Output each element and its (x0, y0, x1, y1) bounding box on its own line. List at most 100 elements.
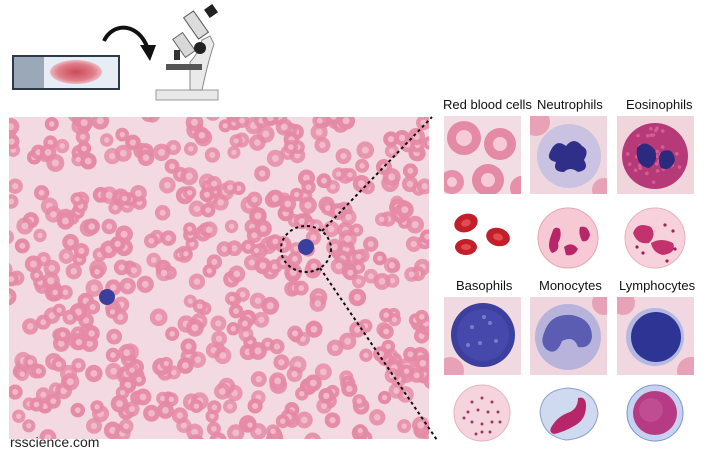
red-blood-cell (301, 179, 316, 195)
micrograph-monocyte (530, 297, 607, 375)
red-blood-cell (155, 264, 173, 282)
red-blood-cell (207, 400, 222, 415)
red-blood-cell (254, 165, 271, 182)
red-blood-cell (238, 326, 254, 342)
illustration-eosinophil (617, 203, 694, 273)
red-blood-cell (56, 212, 75, 230)
red-blood-cell (228, 303, 244, 319)
red-blood-cell (343, 168, 357, 182)
label-neutrophils: Neutrophils (537, 97, 603, 112)
red-blood-cell (85, 299, 101, 315)
red-blood-cell (12, 409, 26, 423)
red-blood-cell (152, 143, 171, 162)
red-blood-cell (335, 148, 352, 165)
red-blood-cell (318, 388, 335, 404)
red-blood-cell (268, 234, 283, 249)
red-blood-cell (293, 280, 309, 296)
red-blood-cell (339, 332, 357, 350)
red-blood-cell (287, 251, 303, 267)
red-blood-cell (222, 399, 238, 414)
red-blood-cell (186, 318, 204, 337)
red-blood-cell (377, 390, 392, 405)
red-blood-cell (383, 257, 400, 274)
red-blood-cell (146, 252, 162, 268)
red-blood-cell (273, 354, 290, 371)
red-blood-cell (309, 295, 327, 312)
red-blood-cell (179, 247, 193, 261)
red-blood-cell (24, 255, 43, 273)
red-blood-cell (62, 233, 79, 251)
red-blood-cell (58, 248, 74, 264)
red-blood-cell (105, 305, 120, 319)
red-blood-cell (262, 117, 279, 127)
red-blood-cell (101, 218, 117, 235)
red-blood-cell (14, 238, 30, 254)
red-blood-cell (394, 130, 411, 146)
red-blood-cell (416, 117, 429, 131)
red-blood-cell (62, 309, 78, 325)
label-red-blood-cells: Red blood cells (443, 97, 532, 112)
red-blood-cell (326, 339, 344, 357)
micrograph-red-blood-cells (444, 116, 521, 194)
red-blood-cell (266, 189, 285, 208)
red-blood-cell (61, 372, 80, 391)
red-blood-cell (199, 187, 215, 203)
red-blood-cell (159, 176, 176, 194)
red-blood-cell (305, 320, 323, 338)
red-blood-cell (382, 168, 401, 187)
red-blood-cell (23, 355, 38, 369)
red-blood-cell (330, 257, 348, 275)
red-blood-cell (246, 191, 263, 208)
zoom-circle (280, 225, 332, 273)
red-blood-cell (189, 399, 204, 414)
red-blood-cell (56, 327, 70, 342)
red-blood-cell (90, 400, 104, 414)
red-blood-cell (154, 205, 171, 221)
red-blood-cell (9, 178, 23, 194)
red-blood-cell (275, 414, 290, 429)
red-blood-cell (110, 394, 129, 413)
red-blood-cell (189, 351, 206, 368)
red-blood-cell (414, 309, 429, 324)
red-blood-cell (204, 147, 220, 163)
red-blood-cell (235, 287, 250, 302)
zoom-line-upper (321, 116, 433, 232)
red-blood-cell (33, 228, 47, 243)
red-blood-cell (254, 219, 272, 238)
red-blood-cell (290, 187, 304, 202)
red-blood-cell (115, 127, 130, 142)
red-blood-cell (304, 432, 321, 439)
red-blood-cell (15, 367, 30, 382)
red-blood-cell (337, 117, 356, 130)
red-blood-cell (416, 178, 429, 195)
label-lymphocytes: Lymphocytes (619, 278, 696, 293)
illustration-neutrophil (530, 203, 607, 273)
red-blood-cell (160, 230, 177, 246)
red-blood-cell (351, 260, 366, 275)
red-blood-cell (402, 163, 418, 179)
red-blood-cell (266, 424, 280, 439)
red-blood-cell (35, 387, 51, 403)
red-blood-cell (356, 141, 375, 159)
red-blood-cell (243, 418, 257, 432)
red-blood-cell (218, 119, 232, 133)
red-blood-cell (214, 383, 231, 400)
red-blood-cell (384, 144, 399, 159)
red-blood-cell (70, 192, 84, 206)
red-blood-cell (39, 429, 57, 439)
red-blood-cell (205, 117, 220, 121)
red-blood-cell (106, 328, 123, 345)
red-blood-cell (224, 219, 239, 234)
red-blood-cell (188, 434, 204, 439)
red-blood-cell (348, 288, 367, 307)
red-blood-cell (105, 347, 121, 363)
red-blood-cell (295, 386, 309, 401)
red-blood-cell (125, 363, 139, 377)
red-blood-cell (209, 432, 227, 439)
red-blood-cell (141, 117, 155, 122)
red-blood-cell (44, 117, 59, 132)
red-blood-cell (372, 251, 387, 266)
red-blood-cell (369, 409, 386, 426)
red-blood-cell (58, 285, 73, 300)
